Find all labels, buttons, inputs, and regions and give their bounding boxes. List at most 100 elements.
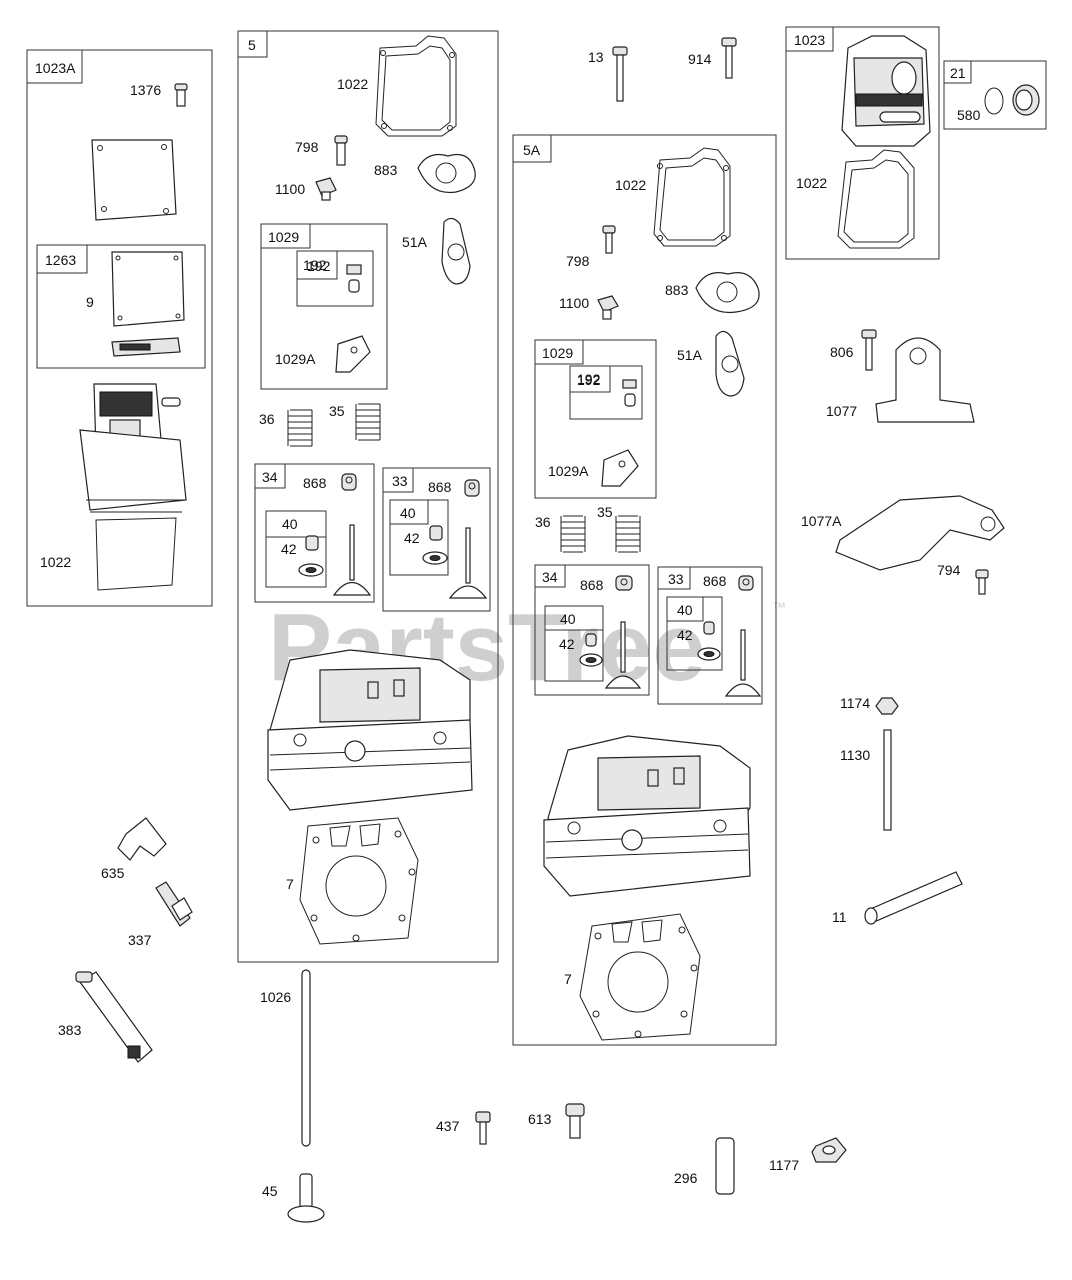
callout-label: 868 <box>303 475 327 491</box>
group-1029-a: 1029 <box>260 223 388 390</box>
callout-label: 914 <box>688 51 712 67</box>
callout-label: 383 <box>58 1022 82 1038</box>
group-1029-b: 1029 <box>534 339 657 499</box>
group-40-c: 40 <box>544 605 604 682</box>
callout-label: 883 <box>374 162 398 178</box>
callout-label: 296 <box>674 1170 698 1186</box>
group-34-a: 34 <box>254 463 375 603</box>
callout-label: 798 <box>295 139 319 155</box>
callout-label: 868 <box>428 479 452 495</box>
callout-label: 1174 <box>840 695 870 711</box>
callout-label: 1100 <box>275 181 305 197</box>
rocker-nut-part <box>622 379 637 407</box>
valve-cover-gasket-part <box>375 35 457 137</box>
group-label: 1023 <box>794 32 825 48</box>
group-label: 40 <box>677 602 693 618</box>
group-label: 192 <box>303 257 327 273</box>
cover-plate-part <box>91 139 177 221</box>
valve-keeper-part <box>697 621 721 661</box>
bolt-part <box>334 135 348 166</box>
group-label: 33 <box>392 473 408 489</box>
callout-label: 1022 <box>796 175 827 191</box>
bolt-part <box>565 1103 585 1139</box>
valve-seal-part <box>615 575 633 591</box>
group-40-d: 40 <box>666 596 723 671</box>
callout-label: 9 <box>86 294 94 310</box>
spark-plug-part <box>155 881 193 927</box>
group-1023A: 1023A <box>26 49 213 607</box>
callout-label: 868 <box>703 573 727 589</box>
callout-label: 11 <box>832 909 847 925</box>
group-label: 1023A <box>35 60 76 76</box>
valve-keeper-part <box>298 535 324 577</box>
bolt-part <box>612 46 628 102</box>
group-label: 34 <box>542 569 558 585</box>
callout-label: 1077 <box>826 403 857 419</box>
tube-part <box>864 871 963 925</box>
head-gasket-part <box>579 913 701 1041</box>
valve-cover-assembly-part <box>79 383 187 591</box>
oil-fill-cap-part <box>1012 84 1040 116</box>
callout-label: 7 <box>286 876 294 892</box>
cylinder-head-part <box>267 649 473 811</box>
callout-label: 868 <box>580 577 604 593</box>
group-label: 40 <box>282 516 298 532</box>
spark-plug-boot-part <box>117 817 167 861</box>
callout-label: 1130 <box>840 747 870 763</box>
callout-label: 7 <box>564 971 572 987</box>
callout-label: 35 <box>597 504 613 520</box>
valve-seal-part <box>341 473 357 491</box>
rocker-stud-part <box>315 177 337 201</box>
group-label: 21 <box>950 65 966 81</box>
callout-label: 51A <box>402 234 428 250</box>
group-40-a: 40 <box>265 510 327 588</box>
bolt-part <box>475 1111 491 1145</box>
group-21: 21 <box>943 60 1047 130</box>
head-gasket-part <box>299 817 419 945</box>
group-5: 5 <box>237 30 499 963</box>
callout-label: 42 <box>281 541 297 557</box>
gasket-plate-part <box>111 251 185 327</box>
group-label: 33 <box>668 571 684 587</box>
lifter-part <box>287 1173 325 1223</box>
callout-label: 42 <box>559 636 575 652</box>
dowel-pin-part <box>715 1137 735 1195</box>
callout-label: 1029A <box>275 351 316 367</box>
callout-label: 580 <box>957 107 981 123</box>
callout-label: 192 <box>577 372 601 388</box>
bolt-part <box>861 329 877 371</box>
valve-keeper-part <box>579 633 603 667</box>
watermark-trademark: ™ <box>772 599 786 615</box>
callout-label: 437 <box>436 1118 460 1134</box>
group-34-b: 34 <box>534 564 650 696</box>
nut-part <box>875 697 899 715</box>
callout-label: 1022 <box>40 554 71 570</box>
callout-label: 806 <box>830 344 854 360</box>
group-1263: 1263 <box>36 244 206 369</box>
valve-cover-gasket-part <box>837 149 915 249</box>
ignition-coil-part <box>75 971 153 1063</box>
callout-label: 13 <box>588 49 604 65</box>
callout-label: 635 <box>101 865 125 881</box>
callout-label: 35 <box>329 403 345 419</box>
group-label: 40 <box>560 611 576 627</box>
intake-gasket-part <box>417 153 476 194</box>
exhaust-gasket-part <box>441 217 471 285</box>
group-label: 1029 <box>542 345 573 361</box>
filter-element-part <box>111 337 181 357</box>
rocker-stud-part <box>597 295 619 320</box>
valve-spring-part <box>287 409 313 447</box>
callout-label: 51A <box>677 347 703 363</box>
group-33-b: 33 <box>657 566 763 705</box>
group-1023: 1023 <box>785 26 940 260</box>
rocker-arm-part <box>601 449 639 487</box>
callout-label: 42 <box>677 627 693 643</box>
group-40-b: 40 <box>389 499 449 576</box>
callout-label: 1022 <box>337 76 368 92</box>
callout-label: 1022 <box>615 177 646 193</box>
callout-label: 794 <box>937 562 961 578</box>
exhaust-gasket-part <box>715 330 745 397</box>
callout-label: 45 <box>262 1183 278 1199</box>
group-label: 5A <box>523 142 541 158</box>
